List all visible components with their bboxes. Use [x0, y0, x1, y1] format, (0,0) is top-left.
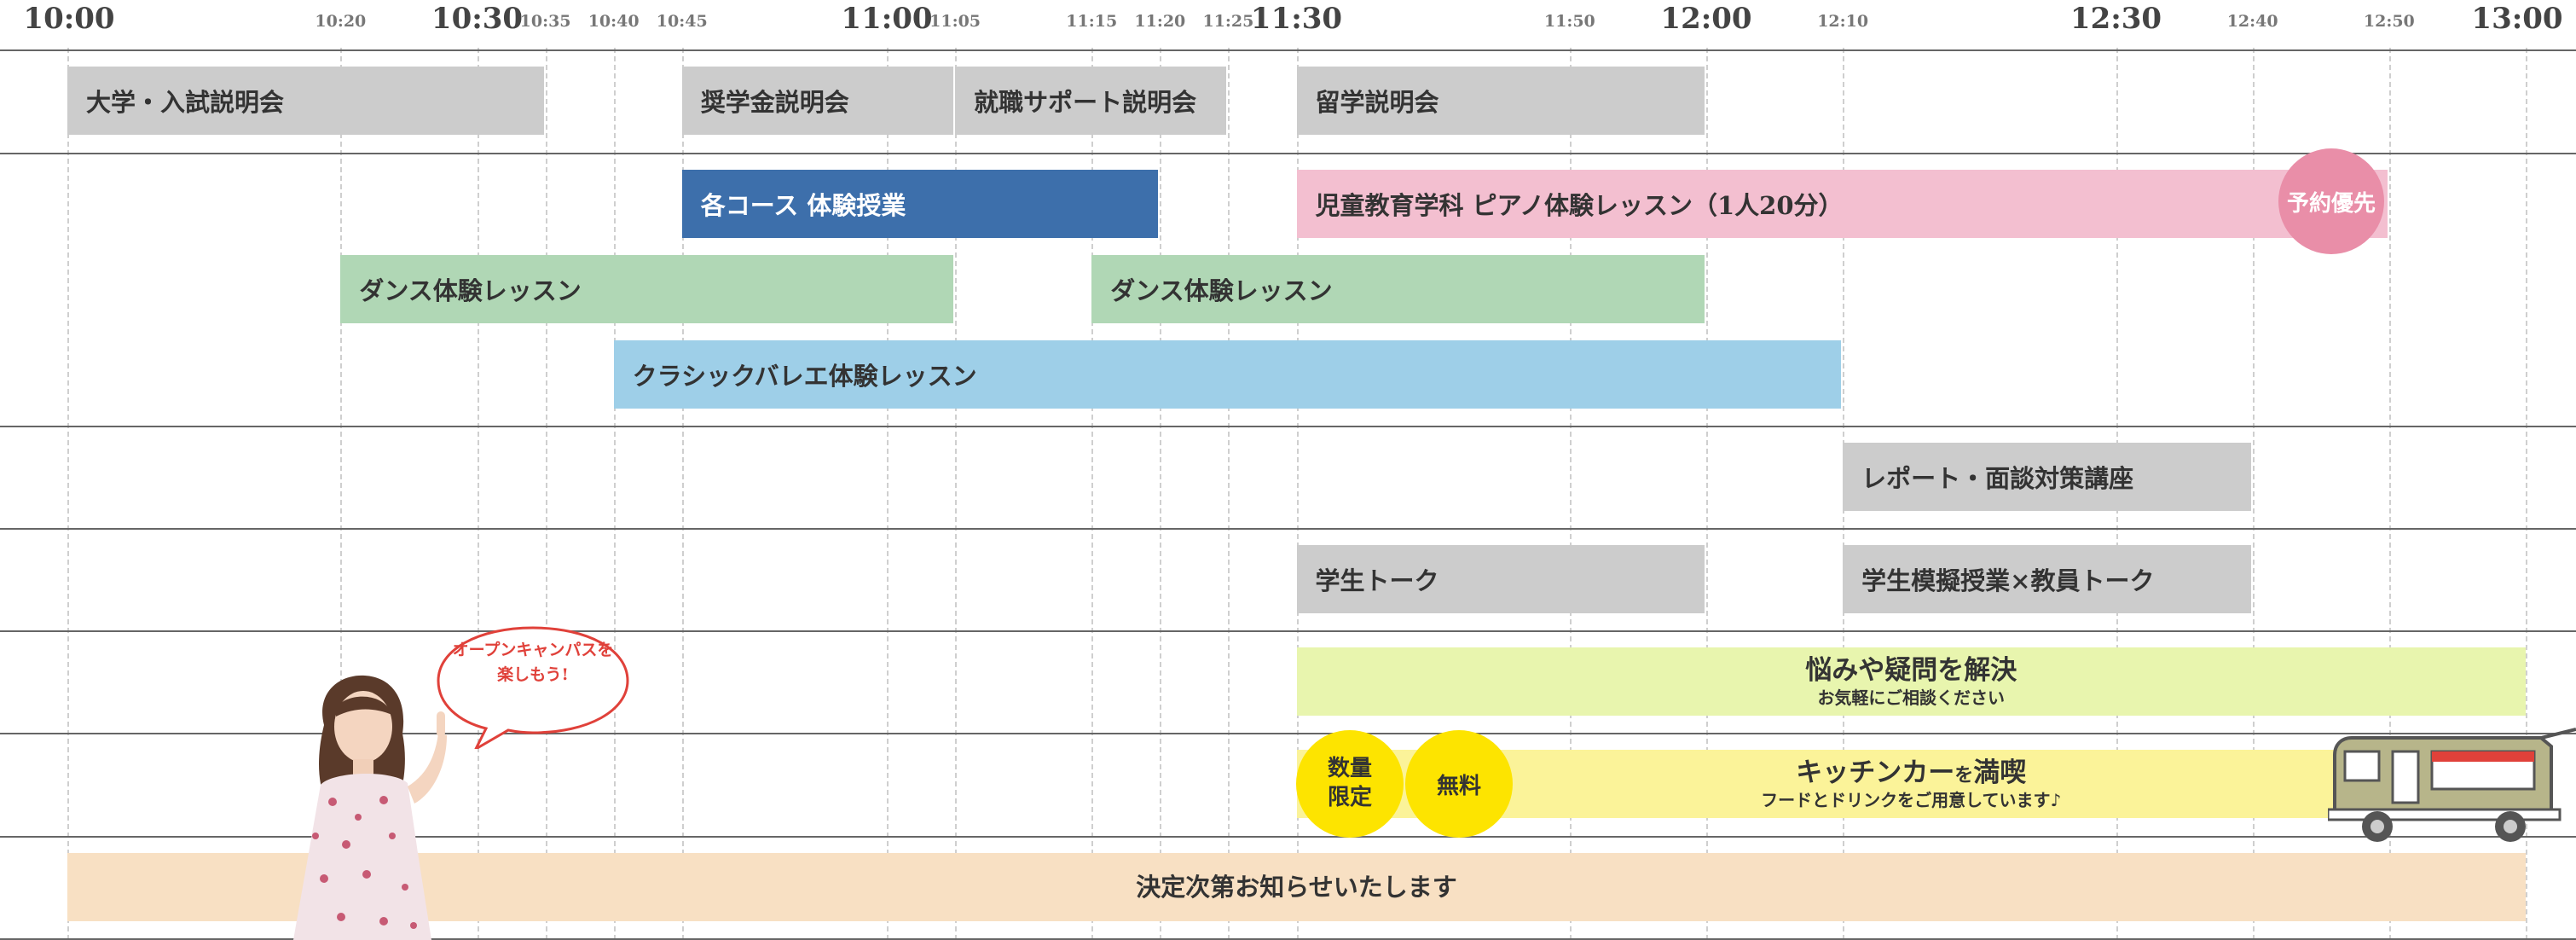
time-tick-label: 11:25	[1202, 12, 1254, 31]
event-bar[interactable]: 就職サポート説明会	[955, 67, 1227, 135]
consultation-bar[interactable]: 悩みや疑問を解決 お気軽にご相談ください	[1296, 647, 2526, 716]
row-separator	[0, 938, 2576, 940]
time-grid-line	[2526, 48, 2527, 940]
time-grid-line	[681, 48, 684, 940]
announcement-text: 決定次第お知らせいたします	[1136, 872, 1457, 902]
kitchen-car-title-end: 満喫	[1973, 757, 2027, 789]
time-grid-line	[2252, 48, 2255, 940]
event-bar[interactable]: ダンス体験レッスン	[340, 255, 954, 323]
event-bar[interactable]: ダンス体験レッスン	[1091, 255, 1705, 323]
time-grid-line	[1160, 48, 1162, 940]
time-tick-label: 11:30	[1250, 2, 1343, 36]
time-tick-label: 10:40	[588, 12, 640, 31]
event-bar[interactable]: 留学説明会	[1296, 67, 1705, 135]
time-tick-label: 11:20	[1134, 12, 1186, 31]
time-grid-line	[1228, 48, 1230, 940]
row-separator	[0, 49, 2576, 51]
time-tick-label: 11:05	[929, 12, 981, 31]
event-bar[interactable]: クラシックバレエ体験レッスン	[613, 340, 1842, 409]
kitchen-car-subtitle: フードとドリンクをご用意しています♪	[1761, 789, 2062, 810]
time-tick-label: 11:50	[1543, 12, 1595, 31]
time-grid-line	[1091, 48, 1094, 940]
time-grid-line	[340, 48, 343, 940]
kitchen-car-title: キッチンカーを満喫	[1796, 757, 2026, 789]
time-tick-label: 10:30	[431, 2, 524, 36]
time-grid-line	[67, 48, 69, 940]
row-separator	[0, 733, 2576, 734]
kitchen-car-title-main: キッチンカー	[1796, 757, 1955, 789]
time-grid-line	[955, 48, 958, 940]
row-separator	[0, 528, 2576, 530]
speech-bubble-text: オープンキャンパスを 楽しもう!	[452, 641, 614, 685]
event-bar[interactable]: 奨学金説明会	[681, 67, 954, 135]
row-separator	[0, 153, 2576, 154]
announcement-bar[interactable]: 決定次第お知らせいたします	[67, 853, 2526, 921]
time-grid-line	[613, 48, 616, 940]
time-tick-label: 10:45	[656, 12, 708, 31]
event-bar[interactable]: 各コース 体験授業	[681, 170, 1159, 238]
limited-quantity-badge: 数量 限定	[1296, 730, 1404, 838]
student-illustration	[293, 675, 447, 940]
time-grid-line	[477, 48, 479, 940]
row-separator	[0, 426, 2576, 427]
time-tick-label: 11:00	[841, 2, 933, 36]
time-grid-line	[1706, 48, 1708, 940]
time-tick-label: 11:15	[1066, 12, 1118, 31]
event-bar[interactable]: 大学・入試説明会	[67, 67, 544, 135]
time-tick-label: 13:00	[2471, 2, 2563, 36]
time-tick-label: 10:00	[23, 2, 115, 36]
row-separator	[0, 836, 2576, 838]
time-tick-label: 12:00	[1660, 2, 1752, 36]
speech-bubble-icon	[437, 626, 629, 749]
time-tick-label: 12:50	[2363, 12, 2415, 31]
free-badge: 無料	[1405, 730, 1513, 838]
time-grid-line	[1569, 48, 1572, 940]
consultation-title: 悩みや疑問を解決	[1805, 655, 2017, 687]
time-tick-label: 12:40	[2226, 12, 2278, 31]
time-tick-label: 10:20	[315, 12, 367, 31]
time-tick-label: 12:10	[1817, 12, 1869, 31]
event-bar[interactable]: 学生トーク	[1296, 545, 1705, 613]
time-grid-line	[1296, 48, 1299, 940]
time-grid-line	[887, 48, 889, 940]
row-separator	[0, 630, 2576, 632]
event-bar[interactable]: 学生模擬授業×教員トーク	[1843, 545, 2251, 613]
time-grid-line	[2388, 48, 2391, 940]
time-tick-label: 12:30	[2069, 2, 2162, 36]
kitchen-car-title-particle: を	[1954, 764, 1974, 787]
reservation-priority-badge: 予約優先	[2278, 148, 2384, 254]
time-grid-line	[545, 48, 547, 940]
event-bar[interactable]: 児童教育学科 ピアノ体験レッスン（1人20分）	[1296, 170, 2388, 238]
time-tick-label: 10:35	[519, 12, 571, 31]
kitchen-car-icon	[2328, 728, 2576, 842]
event-bar[interactable]: レポート・面談対策講座	[1843, 443, 2251, 511]
consultation-subtitle: お気軽にご相談ください	[1817, 687, 2006, 708]
